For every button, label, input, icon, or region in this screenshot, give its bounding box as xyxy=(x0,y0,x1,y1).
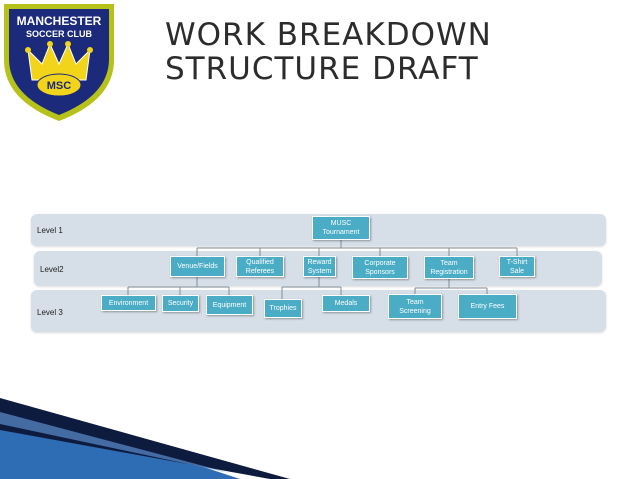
node-equipment: Equipment xyxy=(206,295,253,315)
logo-text-top: MANCHESTER xyxy=(17,14,102,28)
node-venue-fields: Venue/Fields xyxy=(170,256,225,277)
node-musc-tournament: MUSC Tournament xyxy=(312,216,370,240)
node-team-screening: Team Screening xyxy=(388,294,442,319)
logo-badge-text: MSC xyxy=(47,80,72,92)
node-tshirt-sale: T-Shirt Sale xyxy=(499,256,535,277)
node-environment: Environment xyxy=(101,295,156,311)
node-qualified-referees: Qualified Referees xyxy=(236,256,284,277)
node-trophies: Trophies xyxy=(264,299,302,318)
level-3-label: Level 3 xyxy=(37,308,63,317)
node-medals: Medals xyxy=(322,295,370,312)
title-line-2: STRUCTURE DRAFT xyxy=(165,51,479,87)
level-1-label: Level 1 xyxy=(37,226,63,235)
node-security: Security xyxy=(162,295,199,312)
club-logo: MANCHESTER SOCCER CLUB MSC xyxy=(4,4,114,121)
decorative-wedge xyxy=(0,398,290,479)
title-line-1: WORK BREAKDOWN xyxy=(165,17,492,53)
node-team-registration: Team Registration xyxy=(424,256,474,279)
node-reward-system: Reward System xyxy=(303,256,336,277)
slide-title: WORK BREAKDOWN STRUCTURE DRAFT xyxy=(165,18,492,86)
node-corporate-sponsors: Corporate Sponsors xyxy=(352,256,408,279)
logo-text-mid: SOCCER CLUB xyxy=(26,29,93,39)
node-entry-fees: Entry Fees xyxy=(458,294,517,319)
level-2-label: Level2 xyxy=(40,265,64,274)
crown-icon xyxy=(27,42,91,81)
